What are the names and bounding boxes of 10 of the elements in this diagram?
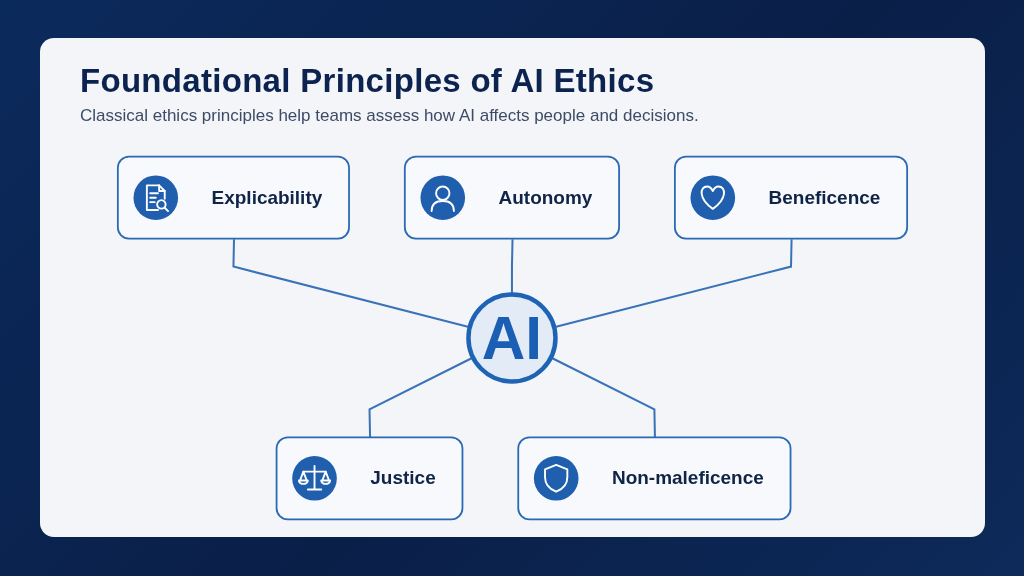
node-label: Beneficence [768,185,881,210]
node-label: Non-maleficence [611,466,764,491]
node-label: Justice [370,466,436,491]
node-label: Autonomy [498,185,593,210]
title: Foundational Principles of AI Ethics [80,62,655,100]
node-label: Explicability [211,185,323,210]
node-label: AI [481,307,543,369]
subtitle: Classical ethics principles help teams assess how AI affects people and decisions. [80,106,699,126]
connector-line [368,356,474,438]
connector-line [550,356,656,438]
